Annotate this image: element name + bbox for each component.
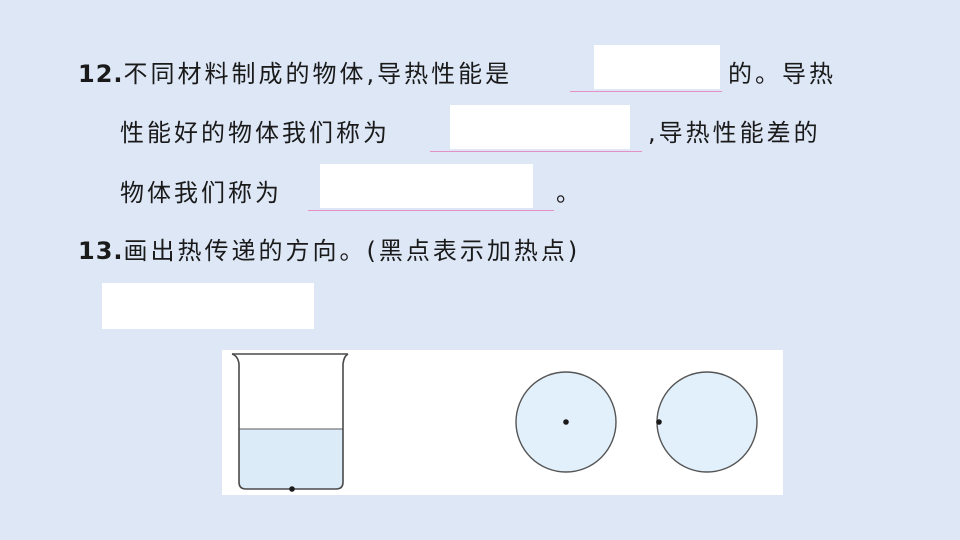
answer-cover-4: [102, 283, 314, 329]
answer-blank-2[interactable]: [430, 151, 642, 152]
answer-blank-1[interactable]: [570, 91, 722, 92]
q12-line1-text-after: 的。导热: [728, 60, 836, 88]
q13-line: 13.画出热传递的方向。(黑点表示加热点): [78, 235, 580, 267]
q13-number: 13.: [78, 237, 124, 265]
q12-line3-text-before: 物体我们称为: [120, 179, 282, 207]
answer-cover-3: [320, 164, 533, 208]
q12-line1-text-before: 不同材料制成的物体,导热性能是: [123, 60, 513, 88]
circle-plate-icon[interactable]: [656, 371, 758, 473]
answer-cover-2: [450, 105, 630, 149]
figure-panel: [222, 350, 783, 495]
q12-line2-text-before: 性能好的物体我们称为: [120, 119, 390, 147]
q12-number: 12.: [78, 60, 124, 88]
answer-cover-1: [594, 45, 720, 89]
q12-line2-text-after: ,导热性能差的: [648, 119, 821, 147]
heating-point-dot: [289, 486, 295, 492]
q12-line3-text-after: 。: [556, 179, 583, 207]
figure-drawings: [231, 353, 758, 492]
beaker-water: [239, 429, 343, 489]
q13-text: 画出热传递的方向。(黑点表示加热点): [123, 237, 581, 265]
heating-point-dot: [656, 419, 662, 425]
q12-line1: 12.不同材料制成的物体,导热性能是: [78, 58, 512, 90]
heating-point-dot: [563, 419, 569, 425]
beaker-icon[interactable]: [231, 353, 349, 490]
answer-blank-3[interactable]: [308, 210, 554, 211]
